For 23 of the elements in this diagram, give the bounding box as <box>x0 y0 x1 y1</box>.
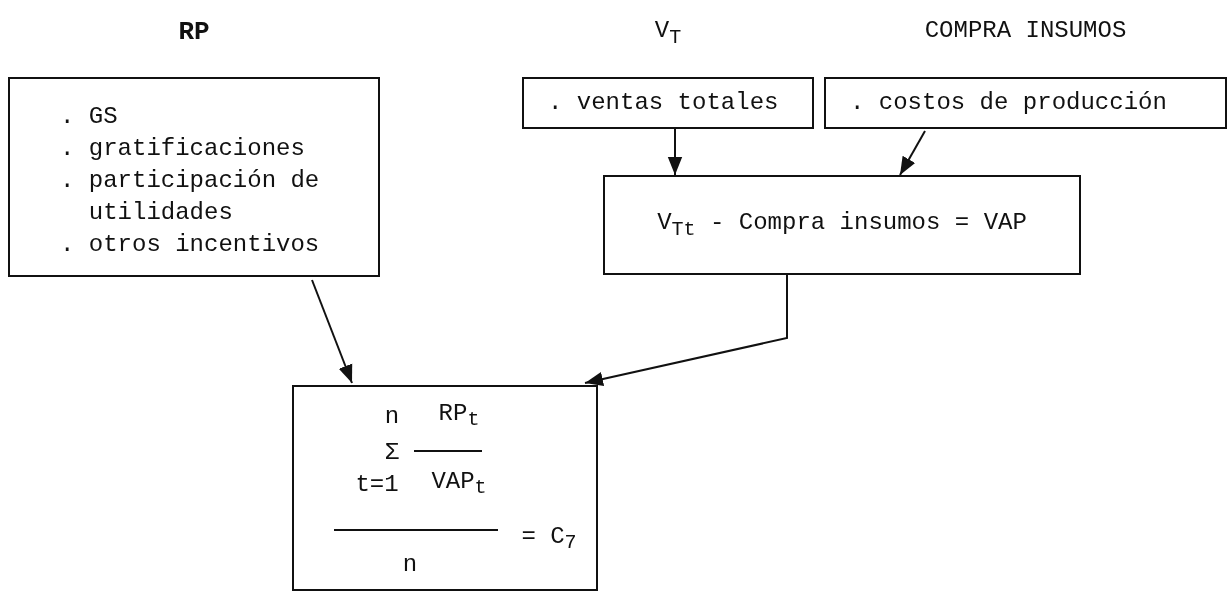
arrow <box>311 279 353 384</box>
list-item: . otros incentivos <box>60 230 321 260</box>
lower-limit: t=1 <box>355 471 399 499</box>
result: = C$_{7}$ <box>521 522 577 557</box>
box-heading: V$_{T}$ <box>653 17 683 49</box>
summation-symbol: Σ <box>384 439 400 467</box>
list-item: . costos de producción <box>850 88 1168 118</box>
formula-box <box>603 175 1081 275</box>
denominator: VAP$_{t}$ <box>431 467 487 502</box>
numerator: RP$_{t}$ <box>438 399 480 434</box>
box-heading: RP <box>177 17 211 47</box>
arrow <box>667 128 683 176</box>
denominator: n <box>402 551 418 579</box>
list-item: . GS <box>60 102 119 132</box>
list-item: . ventas totales <box>548 88 780 118</box>
upper-limit: n <box>384 403 400 431</box>
formula-box <box>292 385 598 591</box>
list-item: . participación de utilidades <box>60 166 321 228</box>
box-heading: COMPRA INSUMOS <box>923 17 1128 44</box>
arrow <box>584 274 788 387</box>
arrow <box>899 130 926 176</box>
list-item: . gratificaciones <box>60 134 306 164</box>
equation: V$_{T}$$_{t}$ - Compra insumos = VAP <box>657 209 1027 241</box>
